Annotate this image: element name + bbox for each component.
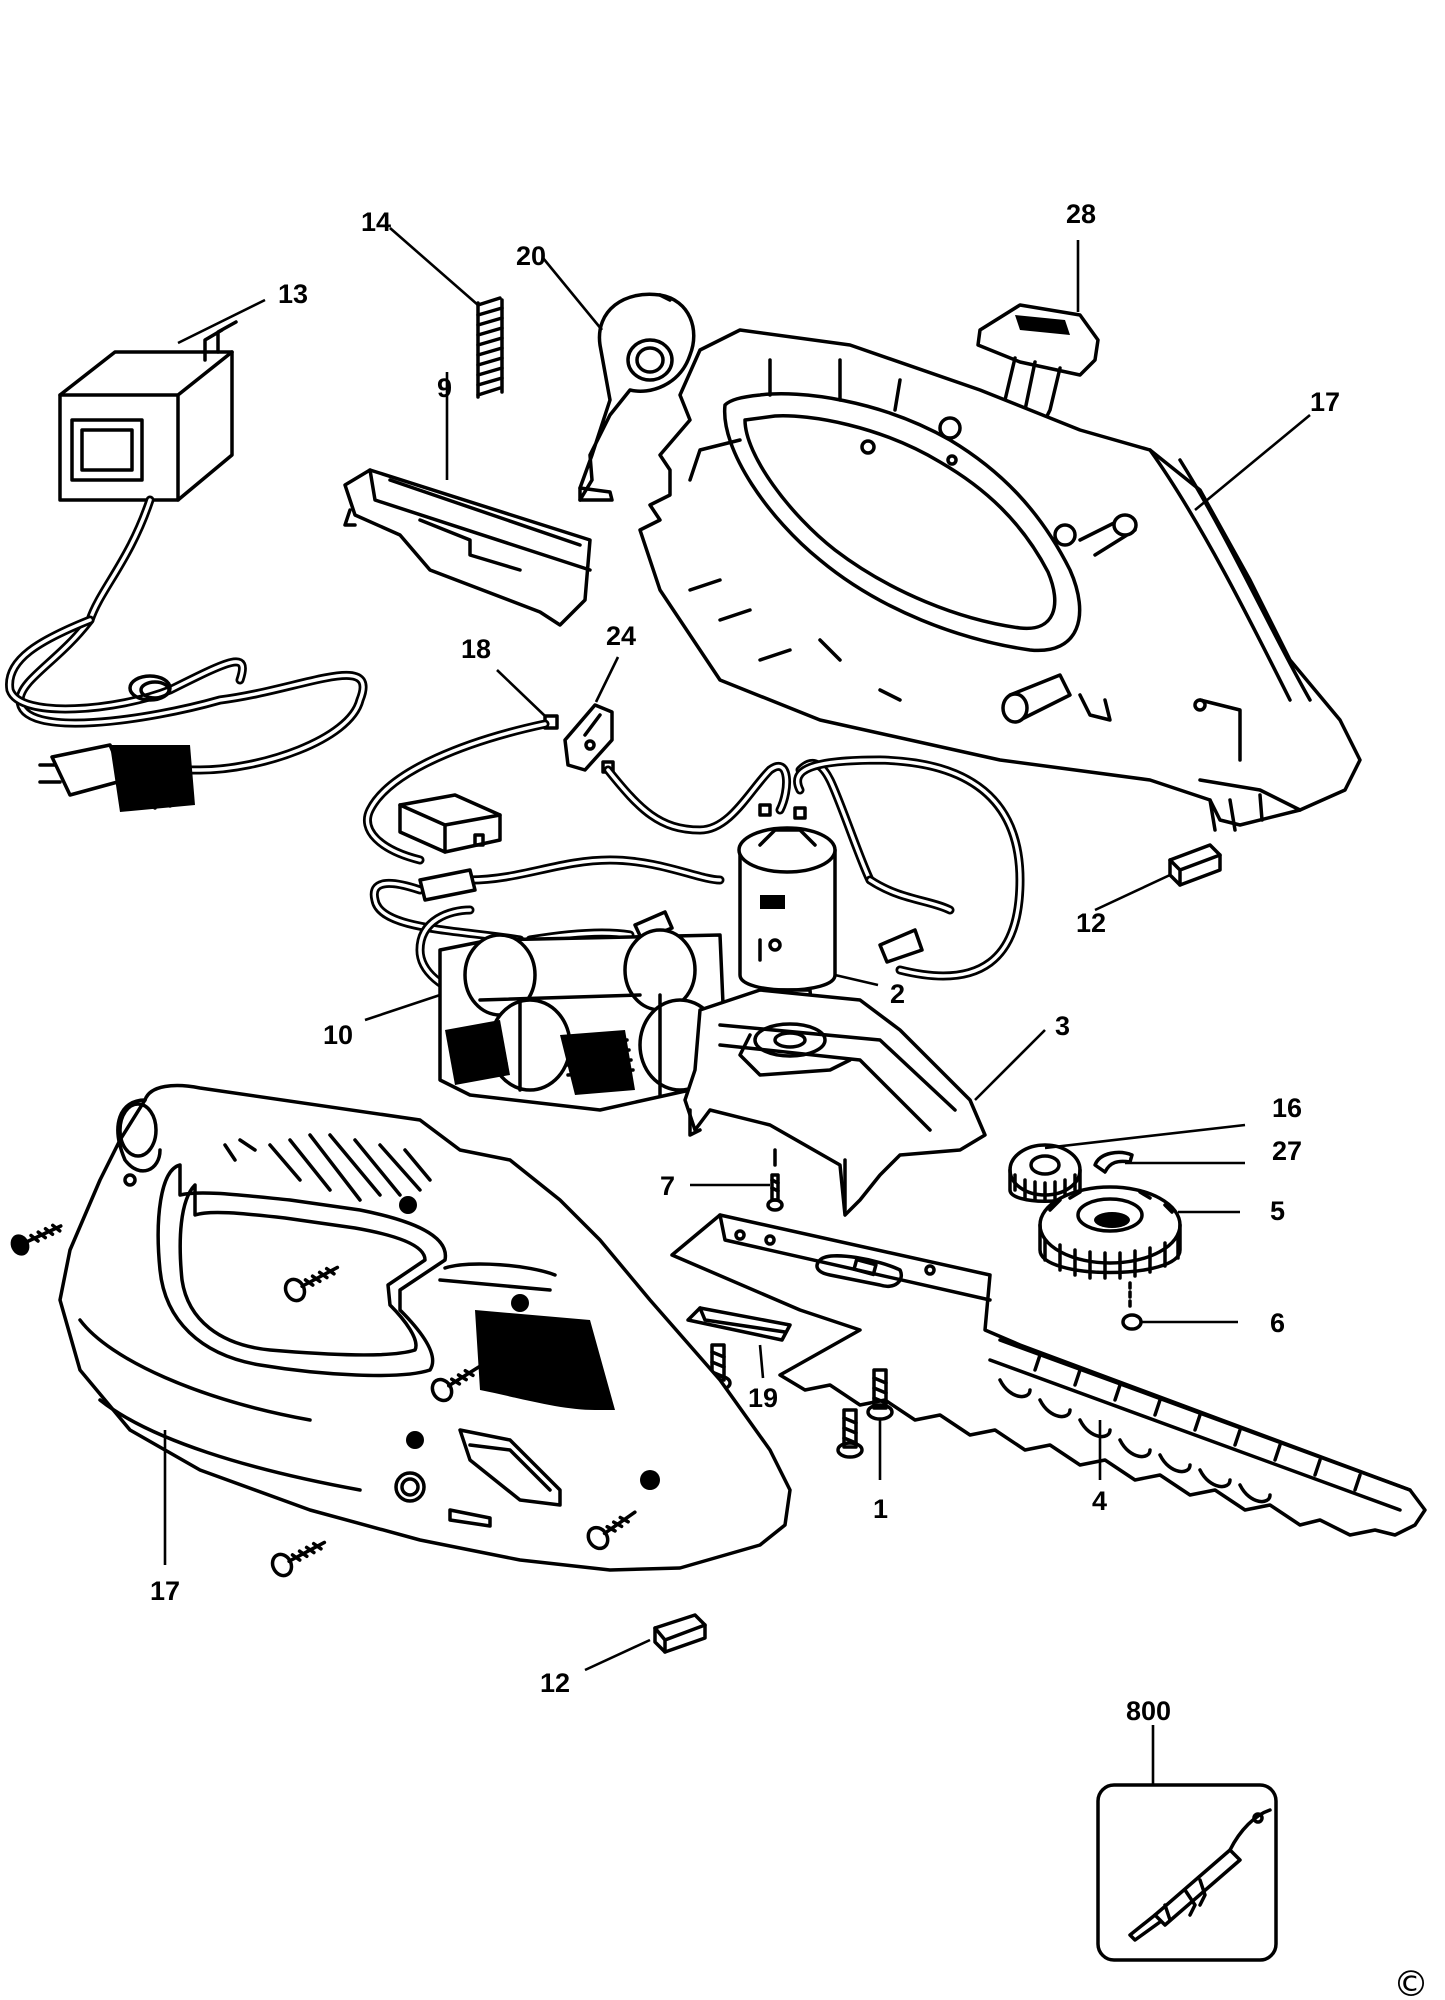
part-lock-off-button[interactable] — [976, 303, 1100, 432]
label-part-5: 5 — [1270, 1196, 1285, 1226]
label-part-2: 2 — [890, 979, 905, 1009]
label-part-12-bottom: 12 — [540, 1668, 570, 1698]
part-motor[interactable] — [737, 826, 837, 1017]
label-part-24: 24 — [606, 621, 636, 651]
part-battery-pack[interactable] — [438, 928, 727, 1112]
housing-screws[interactable] — [7, 1216, 641, 1579]
leader-lines — [163, 227, 1311, 1785]
label-part-6: 6 — [1270, 1308, 1285, 1338]
label-part-17-top: 17 — [1310, 387, 1340, 417]
part-number-labels: 14 20 13 9 28 17 12 18 24 10 2 3 16 27 5… — [150, 199, 1429, 2000]
label-part-10: 10 — [323, 1020, 353, 1050]
label-part-27: 27 — [1272, 1136, 1302, 1166]
label-part-7: 7 — [660, 1171, 675, 1201]
part-switch[interactable] — [563, 703, 615, 774]
label-part-28: 28 — [1066, 199, 1096, 229]
part-charger-adapter[interactable] — [5, 320, 368, 812]
label-part-12-top: 12 — [1076, 908, 1106, 938]
copyright-symbol: © — [1393, 1964, 1429, 2000]
part-housing-rear-half[interactable] — [638, 328, 1362, 832]
part-blade-guide[interactable] — [686, 1306, 792, 1342]
label-part-4: 4 — [1092, 1486, 1107, 1516]
part-pad-bottom[interactable] — [653, 1613, 707, 1654]
part-blade[interactable] — [670, 1213, 1427, 1537]
part-spring[interactable] — [476, 296, 504, 399]
label-part-17-bottom: 17 — [150, 1576, 180, 1606]
part-switch-lever[interactable] — [578, 292, 696, 502]
part-housing-front-half[interactable] — [58, 1083, 792, 1572]
label-part-800: 800 — [1126, 1696, 1171, 1726]
label-part-3: 3 — [1055, 1011, 1070, 1041]
label-part-9: 9 — [437, 373, 452, 403]
label-part-19: 19 — [748, 1383, 778, 1413]
part-pad-top[interactable] — [1168, 843, 1222, 887]
part-800-accessory-box[interactable] — [1096, 1783, 1278, 1962]
part-gear-housing[interactable] — [683, 988, 987, 1217]
part-washer[interactable] — [1121, 1281, 1143, 1331]
label-part-13: 13 — [278, 279, 308, 309]
label-part-1: 1 — [873, 1494, 888, 1524]
part-drive-gear[interactable] — [1038, 1185, 1182, 1280]
part-screw-7[interactable] — [766, 1148, 784, 1212]
wiring-harness — [363, 719, 1025, 1005]
label-part-20: 20 — [516, 241, 546, 271]
part-battery-connector[interactable] — [398, 793, 502, 854]
label-part-16: 16 — [1272, 1093, 1302, 1123]
part-battery-cover[interactable] — [343, 468, 592, 627]
label-part-14: 14 — [361, 207, 391, 237]
label-part-18: 18 — [461, 634, 491, 664]
